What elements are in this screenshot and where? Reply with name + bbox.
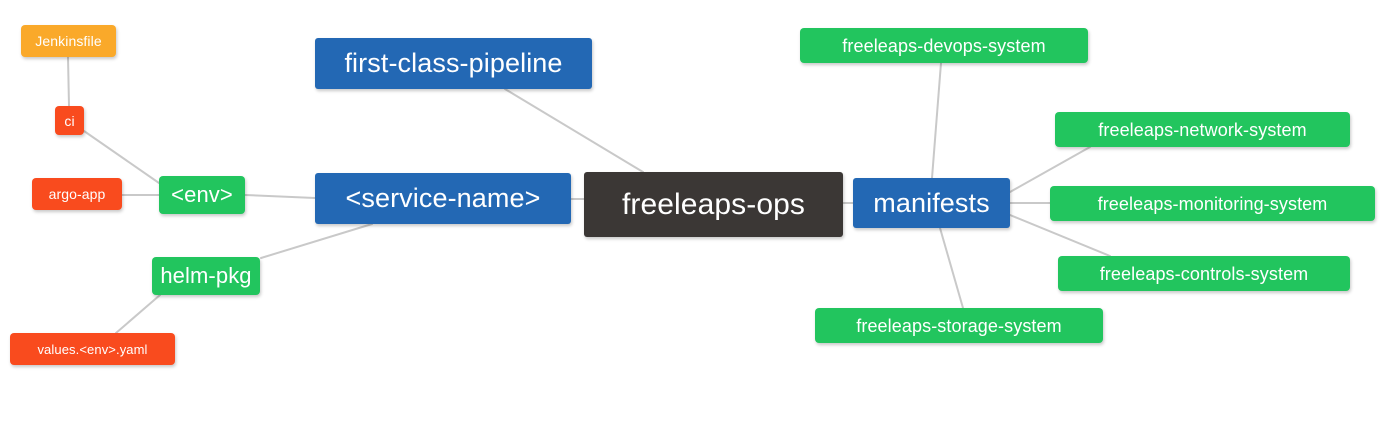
- node-helm-pkg[interactable]: helm-pkg: [152, 257, 260, 295]
- node-label: freeleaps-storage-system: [856, 315, 1062, 336]
- node-freeleaps-storage-system[interactable]: freeleaps-storage-system: [815, 308, 1103, 343]
- node-freeleaps-devops-system[interactable]: freeleaps-devops-system: [800, 28, 1088, 63]
- node-argo-app[interactable]: argo-app: [32, 178, 122, 210]
- edge-service-helm: [260, 223, 373, 259]
- edge-env-ci: [83, 130, 160, 184]
- node-freeleaps-controls-system[interactable]: freeleaps-controls-system: [1058, 256, 1350, 291]
- node-env[interactable]: <env>: [159, 176, 245, 214]
- node-label: freeleaps-controls-system: [1099, 263, 1309, 284]
- node-label: manifests: [873, 187, 990, 218]
- node-label: freeleaps-monitoring-system: [1097, 193, 1328, 214]
- edge-manifests-storage: [939, 227, 964, 309]
- node-label: ci: [64, 112, 75, 129]
- node-freeleaps-monitoring-system[interactable]: freeleaps-monitoring-system: [1050, 186, 1375, 221]
- edge-service-env: [244, 194, 316, 199]
- node-first-class-pipeline[interactable]: first-class-pipeline: [315, 38, 592, 89]
- node-ci[interactable]: ci: [55, 106, 84, 135]
- node-service-name[interactable]: <service-name>: [315, 173, 571, 224]
- node-freeleaps-network-system[interactable]: freeleaps-network-system: [1055, 112, 1350, 147]
- node-label: argo-app: [48, 186, 106, 202]
- node-label: <env>: [171, 182, 233, 207]
- edge-helm-values: [115, 294, 161, 334]
- edge-ci-jenkinsfile: [67, 56, 70, 107]
- node-label: helm-pkg: [160, 263, 252, 288]
- node-freeleaps-ops[interactable]: freeleaps-ops: [584, 172, 843, 237]
- node-label: Jenkinsfile: [35, 33, 102, 49]
- edge-ops-pipeline: [504, 88, 644, 173]
- node-label: values.<env>.yaml: [37, 341, 148, 357]
- node-label: freeleaps-network-system: [1098, 119, 1307, 140]
- node-label: freeleaps-ops: [621, 187, 806, 221]
- node-values-env-yaml[interactable]: values.<env>.yaml: [10, 333, 175, 365]
- node-label: <service-name>: [345, 183, 541, 213]
- edge-manifests-devops: [931, 62, 942, 179]
- edge-manifests-controls: [1009, 214, 1111, 257]
- node-jenkinsfile[interactable]: Jenkinsfile: [21, 25, 116, 57]
- node-label: freeleaps-devops-system: [842, 35, 1046, 56]
- node-label: first-class-pipeline: [344, 48, 563, 78]
- node-manifests[interactable]: manifests: [853, 178, 1010, 228]
